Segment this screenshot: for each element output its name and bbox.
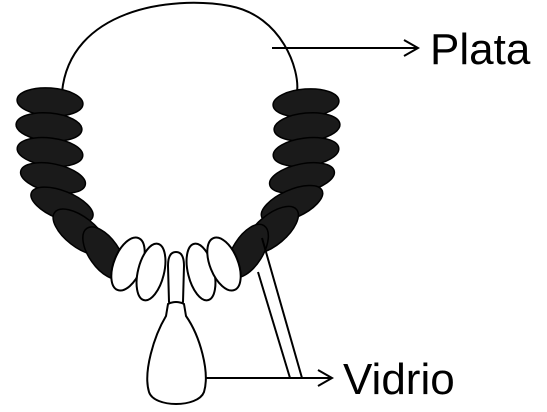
label-plata: Plata xyxy=(430,25,531,74)
label-vidrio: Vidrio xyxy=(343,355,455,404)
right-dark-beads xyxy=(219,87,341,285)
vidrio-leader-lower xyxy=(258,272,290,378)
silver-wire xyxy=(62,3,297,92)
glass-tube-bead xyxy=(168,252,184,305)
glass-pendant-drop xyxy=(147,302,205,404)
